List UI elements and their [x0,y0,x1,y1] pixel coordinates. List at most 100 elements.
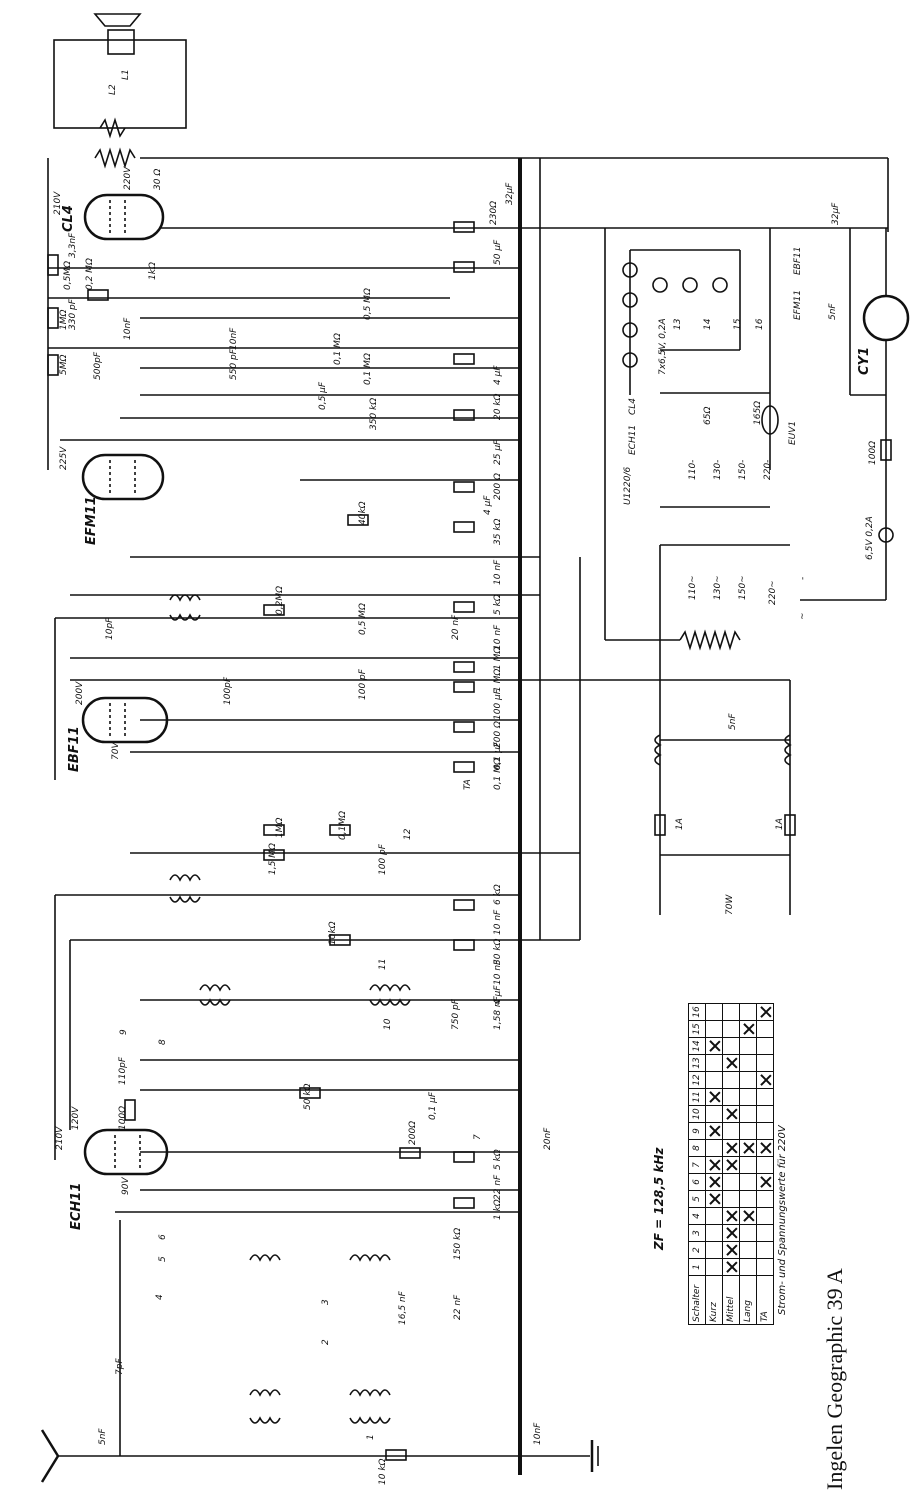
switch-open-cell [739,1258,757,1276]
label-r1m: 1MΩ [59,310,69,330]
label-sw14: 14 [703,318,713,330]
if-frequency-note: ZF = 128,5 kHz [652,1147,666,1250]
label-r50k: 50 kΩ [303,1083,313,1110]
label-r02m-b: 0,2MΩ [275,586,285,615]
label-sw15: 15 [733,318,743,330]
measurement-note: Strom- und Spannungswerte für 220V [777,1125,788,1315]
components [47,221,475,1461]
label-c10n-ground: 10nF [533,1422,543,1445]
output-transformer [94,147,136,169]
switch-table-row: Lang [739,1003,757,1325]
tube-cl4 [83,193,165,241]
label-r200-b: 200 Ω [493,721,503,748]
label-r350k: 350 kΩ [369,398,379,430]
switch-table-header-cell: 11 [688,1088,706,1106]
label-c4u-b: 4 µF [483,495,493,515]
switch-closed-mark [756,1071,774,1089]
switch-table-header-cell: 16 [688,1003,706,1021]
switch-open-cell [705,1105,723,1123]
switch-open-cell [756,1190,774,1208]
switch-closed-mark [705,1190,723,1208]
label-c20n: 20 nF [451,614,461,640]
label-r35k: 35 kΩ [493,518,503,545]
label-c100p-b: 100 pF [358,668,368,700]
switch-table-header-cell: 7 [688,1156,706,1174]
label-c5n-antenna: 5nF [98,1428,108,1445]
label-r1k: 1kΩ [148,262,158,280]
switch-table-row-label: TA [756,1275,774,1325]
label-c22n-b: 22 nF [453,1294,463,1320]
label-sw4: 4 [155,1294,165,1300]
label-c32: 32µF [505,182,515,205]
label-sw7: 7 [473,1134,483,1140]
label-r05m: 0,5MΩ [63,261,73,290]
label-c22n: 22 nF [493,1174,503,1200]
label-sw11: 11 [378,959,388,970]
label-c32-b: 32µF [831,202,841,225]
switch-open-cell [722,1071,740,1089]
switch-table-row: Kurz [705,1003,723,1325]
switch-open-cell [722,1037,740,1055]
switch-closed-mark [722,1105,740,1123]
switch-table-header-cell: 12 [688,1071,706,1089]
switch-open-cell [756,1037,774,1055]
label-c10n-c: 10 nF [493,559,503,585]
label-r30: 30 Ω [153,169,163,190]
switch-closed-mark [705,1088,723,1106]
label-225v: 225V [59,446,69,470]
label-tap-110ac: 110~ [688,575,698,600]
label-220v: 220V [123,166,133,190]
label-euv1: EUV1 [788,421,798,445]
switch-closed-mark [756,1139,774,1157]
switch-closed-mark [756,1173,774,1191]
label-r65: 65Ω [703,407,713,425]
label-dial-lamps: 7x6,5V, 0,2A [658,318,668,375]
label-tap-110dc: 110- [688,460,698,480]
switch-closed-mark [705,1037,723,1055]
switch-open-cell [739,1241,757,1259]
switch-table-row-label: Kurz [705,1275,723,1325]
switch-open-cell [705,1020,723,1038]
label-c01u-b: 0,1 µF [428,1091,438,1120]
label-sw3: 3 [321,1299,331,1305]
loudspeaker [53,13,187,139]
label-pilot-lamp: 6,5V 0,2A [865,516,875,560]
label-sw2: 2 [321,1339,331,1345]
label-210v: 210V [53,191,63,215]
switch-open-cell [739,1156,757,1174]
switch-table-header-cell: 14 [688,1037,706,1055]
switch-open-cell [705,1003,723,1021]
label-r1m-c: 1 MΩ [493,669,503,692]
switch-closed-mark [705,1173,723,1191]
label-c500p: 500pF [93,351,103,380]
label-r01m-b: 0,1 MΩ [493,758,503,790]
label-c158n: 1,58 nF [493,995,503,1030]
switch-closed-mark [739,1139,757,1157]
label-r1m-d: 1MΩ [275,818,285,838]
label-90v: 90V [121,1177,131,1195]
label-r200-c: 200Ω [408,1121,418,1145]
label-c750p: 750 pF [451,998,461,1030]
switch-table-header-cell: 6 [688,1173,706,1191]
label-r01m-c: 0,1MΩ [338,811,348,840]
label-r6k: 6 kΩ [493,884,503,905]
switch-open-cell [705,1054,723,1072]
label-c10n-f: 10 nF [493,959,503,985]
label-c50: 50 µF [493,239,503,265]
label-200v: 200V [75,681,85,705]
switch-open-cell [722,1020,740,1038]
label-efm11: EFM11 [84,496,99,545]
label-l1: L1 [121,69,131,80]
switch-table-header-cell: 2 [688,1241,706,1259]
label-tilde: ~ [798,612,808,620]
label-r01m: 0,1 MΩ [363,353,373,385]
label-fuse-1: 1A [675,818,685,830]
label-ebf11: EBF11 [67,726,82,772]
label-c01u: 0,1 µF [493,741,503,770]
switch-table-row: Mittel [722,1003,740,1325]
label-sw10: 10 [383,1018,393,1030]
switch-open-cell [705,1139,723,1157]
